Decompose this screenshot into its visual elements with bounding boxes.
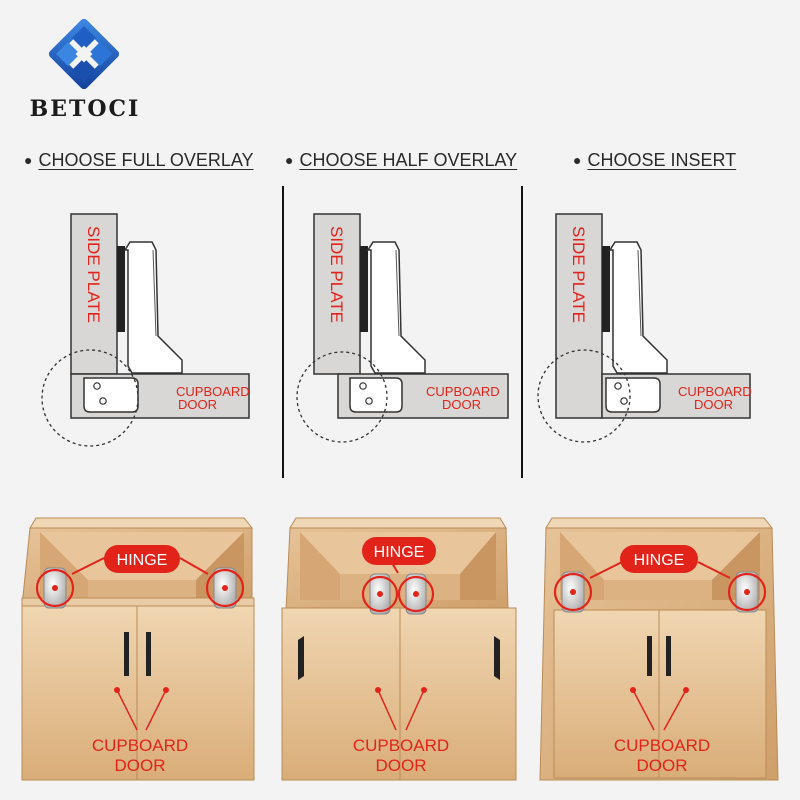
door-handle: [146, 632, 151, 676]
hinge-right: [397, 573, 435, 615]
cupboard-door-right: [136, 605, 255, 781]
betoci-logo-icon: [48, 18, 120, 90]
cupboard-door-right: [399, 607, 517, 781]
cupboard-door-label-line1: CUPBOARD: [678, 384, 752, 399]
cabinet-label-line1: CUPBOARD: [92, 736, 188, 755]
cupboard-door-right: [658, 609, 767, 779]
cupboard-door-left: [553, 609, 660, 779]
hinge-arm: [366, 241, 426, 374]
hinge-badge-text: HINGE: [634, 552, 685, 569]
hinge-plate: [360, 246, 368, 332]
screw-hole: [93, 382, 101, 390]
side-plate-label: SIDE PLATE: [327, 226, 346, 323]
door-handle: [494, 636, 500, 680]
cupboard-door-label-line1: CUPBOARD: [176, 384, 250, 399]
detail-circle: [537, 349, 631, 443]
cupboard-door-label-line2: DOOR: [178, 397, 217, 412]
hinge-left: [553, 571, 593, 613]
screw-hole: [614, 382, 622, 390]
screw-hole: [620, 397, 628, 405]
hinge-badge-text: HINGE: [117, 552, 168, 569]
screw-hole: [359, 382, 367, 390]
heading-insert: ●CHOOSE INSERT: [573, 150, 737, 170]
hinge-left: [361, 573, 399, 615]
door-handle: [124, 632, 129, 676]
side-plate: [313, 213, 361, 375]
hinge-right: [727, 571, 767, 613]
side-plate-label: SIDE PLATE: [569, 226, 588, 323]
screw-hole: [365, 397, 373, 405]
cabinet-label-line1: CUPBOARD: [614, 736, 710, 755]
hinge-badge: [104, 545, 180, 573]
door-handle: [647, 636, 652, 676]
hinge-arm: [123, 241, 183, 374]
brand-name: BETOCI: [29, 96, 141, 122]
hinge-badge: [362, 537, 436, 565]
cabinet-label-line1: CUPBOARD: [353, 736, 449, 755]
heading-full-overlay: ●CHOOSE FULL OVERLAY: [24, 150, 254, 170]
cupboard-door-label-line1: CUPBOARD: [426, 384, 500, 399]
hinge-plate: [117, 246, 125, 332]
hinge-badge: [620, 545, 698, 573]
detail-circle: [296, 351, 388, 443]
hinge-plate: [602, 246, 610, 332]
cabinet-label-line2: DOOR: [376, 756, 427, 775]
hinge-right: [205, 567, 245, 609]
cupboard-door-left: [21, 605, 138, 781]
cupboard-door-label-line2: DOOR: [442, 397, 481, 412]
screw-hole: [99, 397, 107, 405]
heading-half-overlay: ●CHOOSE HALF OVERLAY: [285, 150, 518, 170]
hinge-arm: [608, 241, 668, 374]
door-handle: [298, 636, 304, 680]
hinge-left: [35, 567, 75, 609]
door-handle: [666, 636, 671, 676]
cabinet-label-line2: DOOR: [637, 756, 688, 775]
cabinet-label-line2: DOOR: [115, 756, 166, 775]
cupboard-door-label-line2: DOOR: [694, 397, 733, 412]
detail-circle: [41, 349, 139, 447]
side-plate-label: SIDE PLATE: [84, 226, 103, 323]
side-plate: [555, 213, 603, 419]
side-plate: [70, 213, 118, 375]
hinge-badge-text: HINGE: [374, 544, 425, 561]
